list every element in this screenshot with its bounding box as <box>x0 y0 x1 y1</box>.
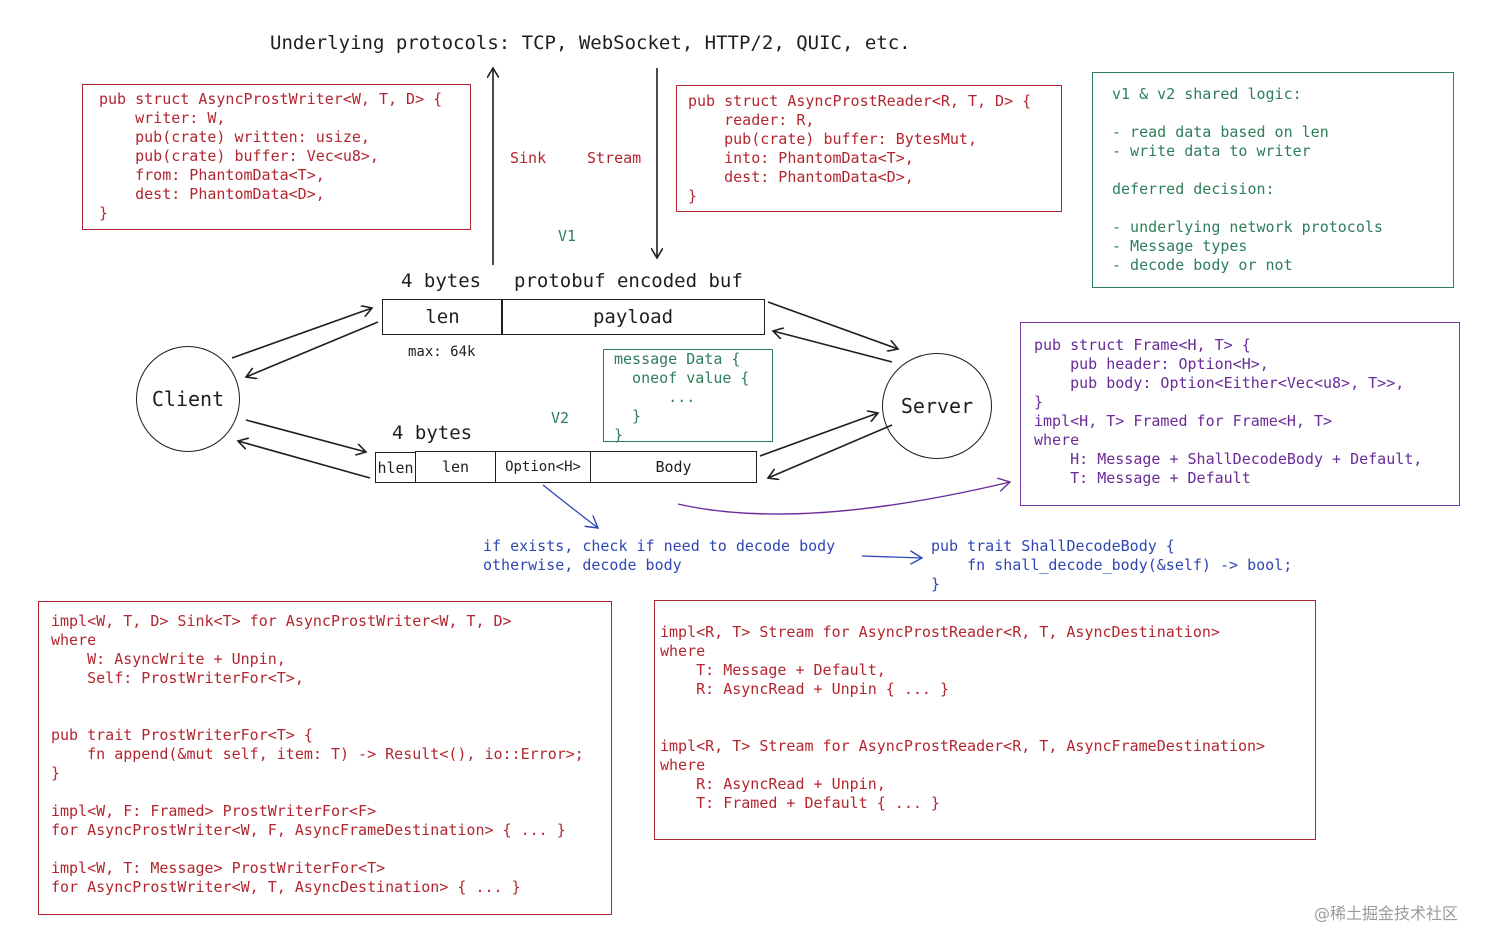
shared-logic-box <box>1092 72 1454 288</box>
v2-hlen-cell: hlen <box>375 452 416 483</box>
v1-label: V1 <box>558 227 577 245</box>
reader-struct-box <box>676 85 1062 212</box>
note-to-trait-arrow <box>861 556 922 558</box>
v1-to-server-arrow <box>767 301 898 349</box>
server-node: Server <box>882 353 992 459</box>
v1-len-cell: len <box>382 299 503 335</box>
v1-len-text: len <box>425 306 460 328</box>
v1-payload-cell: payload <box>501 299 765 335</box>
v2-option-text: Option<H> <box>505 459 581 475</box>
v1-len-size-label: 4 bytes <box>401 270 482 292</box>
max-64k-label: max: 64k <box>408 344 476 360</box>
sink-impl-box <box>38 601 612 915</box>
stream-label: Stream <box>587 149 642 167</box>
server-label: Server <box>900 394 974 418</box>
v2-len-cell: len <box>415 451 496 483</box>
v2-len-text: len <box>441 458 470 476</box>
writer-struct-code: pub struct AsyncProstWriter<W, T, D> { w… <box>99 90 443 222</box>
v2-hlen-text: hlen <box>377 458 414 477</box>
protocols-title: Underlying protocols: TCP, WebSocket, HT… <box>270 32 911 54</box>
body-to-frame-arrow <box>677 482 1010 515</box>
v1-payload-text: payload <box>592 306 674 328</box>
option-to-note-arrow <box>542 484 598 528</box>
v2-label: V2 <box>551 409 570 427</box>
client-to-v2-arrow <box>245 419 366 452</box>
v2-len-size-label: 4 bytes <box>392 422 473 444</box>
v2-body-cell: Body <box>590 451 757 483</box>
server-to-v1-arrow <box>773 331 893 363</box>
stream-impl-code: impl<R, T> Stream for AsyncProstReader<R… <box>660 623 1266 812</box>
message-data-box <box>603 349 773 442</box>
client-to-v1-arrow <box>231 308 372 359</box>
client-label: Client <box>151 387 225 411</box>
sink-impl-code: impl<W, T, D> Sink<T> for AsyncProstWrit… <box>51 612 584 896</box>
client-node: Client <box>136 346 240 452</box>
v2-option-cell: Option<H> <box>495 451 591 483</box>
shared-logic-text: v1 & v2 shared logic: - read data based … <box>1112 85 1383 274</box>
sink-label: Sink <box>510 149 547 167</box>
shall-decode-trait-code: pub trait ShallDecodeBody { fn shall_dec… <box>931 537 1293 593</box>
server-to-v2-arrow <box>768 424 893 478</box>
v2-to-server-arrow <box>759 413 878 457</box>
v1-to-client-arrow <box>246 321 379 377</box>
frame-struct-box <box>1020 322 1460 506</box>
v1-payload-desc-label: protobuf encoded buf <box>514 270 743 292</box>
writer-struct-box <box>82 84 471 230</box>
v2-body-text: Body <box>655 458 692 476</box>
frame-struct-code: pub struct Frame<H, T> { pub header: Opt… <box>1034 336 1423 487</box>
message-data-code: message Data { oneof value { ... } } <box>614 350 750 444</box>
watermark: @稀土掘金技术社区 <box>1314 904 1459 923</box>
stream-impl-box <box>654 600 1316 840</box>
v2-to-client-arrow <box>238 441 371 479</box>
reader-struct-code: pub struct AsyncProstReader<R, T, D> { r… <box>688 92 1032 205</box>
decode-body-note: if exists, check if need to decode body … <box>483 537 836 574</box>
